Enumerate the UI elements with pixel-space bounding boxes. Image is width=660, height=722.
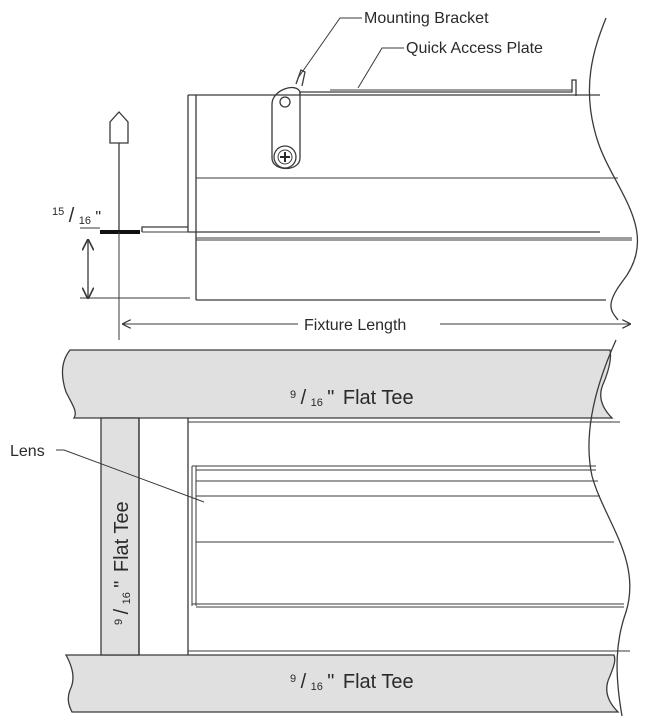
- side-break-line: [588, 17, 639, 321]
- housing-outline: [187, 94, 606, 301]
- tee-top-denominator: 16: [311, 397, 323, 409]
- flat-tee-bottom: [64, 654, 620, 713]
- tee-bottom-unit: ": [327, 671, 334, 693]
- flat-tee-top: [61, 349, 614, 419]
- tee-vert-slash: /: [111, 608, 133, 614]
- ceiling-thickness-dimension: 15 / 16 ": [52, 202, 190, 298]
- quick-access-plate-callout: Quick Access Plate: [357, 40, 543, 89]
- tee-vert-text: Flat Tee: [111, 501, 133, 572]
- flange: [141, 226, 188, 232]
- tee-vert-numerator: 9: [113, 619, 125, 625]
- tee-vert-denominator: 16: [121, 592, 133, 604]
- dim-numerator: 15: [52, 206, 64, 218]
- plan-view: Lens 9 / 16 " Flat Tee 9 / 16 " Flat Tee…: [10, 339, 631, 717]
- mounting-bracket: [271, 69, 306, 170]
- dim-denominator: 16: [79, 215, 91, 227]
- dim-slash: /: [69, 205, 75, 227]
- dim-unit: ": [95, 209, 101, 226]
- fixture-length-label: Fixture Length: [304, 317, 406, 334]
- dimension-label: 15 / 16 ": [52, 202, 101, 228]
- side-view: 15 / 16 " Fixture Length Mounting Bracke…: [52, 10, 639, 340]
- hanger-wire: [100, 111, 140, 340]
- tee-top-unit: ": [327, 387, 334, 409]
- tee-vert-unit: ": [111, 581, 133, 588]
- quick-access-plate: [299, 79, 577, 96]
- bracket-hole: [279, 96, 291, 108]
- tee-bottom-denominator: 16: [311, 681, 323, 693]
- tee-bottom-numerator: 9: [290, 673, 296, 685]
- tee-top-numerator: 9: [290, 389, 296, 401]
- lens-callout: Lens: [10, 443, 205, 503]
- flat-tee-bottom-label: 9 / 16 " Flat Tee: [290, 669, 414, 694]
- flat-tee-vertical-label: 9 / 16 " Flat Tee: [109, 501, 134, 625]
- flat-tee-top-label: 9 / 16 " Flat Tee: [290, 385, 414, 410]
- tee-bottom-text: Flat Tee: [343, 671, 414, 693]
- tee-bottom-slash: /: [301, 671, 307, 693]
- mounting-bracket-label: Mounting Bracket: [364, 10, 489, 27]
- screw-icon: [273, 145, 297, 169]
- flat-tee-vertical: [100, 417, 140, 656]
- tee-top-slash: /: [301, 387, 307, 409]
- lens-label: Lens: [10, 443, 45, 460]
- fixture-length-dimension: Fixture Length: [123, 317, 630, 334]
- mounting-bracket-callout: Mounting Bracket: [297, 10, 489, 79]
- tee-top-text: Flat Tee: [343, 387, 414, 409]
- plan-break-line: [588, 339, 631, 717]
- quick-access-plate-label: Quick Access Plate: [406, 40, 543, 57]
